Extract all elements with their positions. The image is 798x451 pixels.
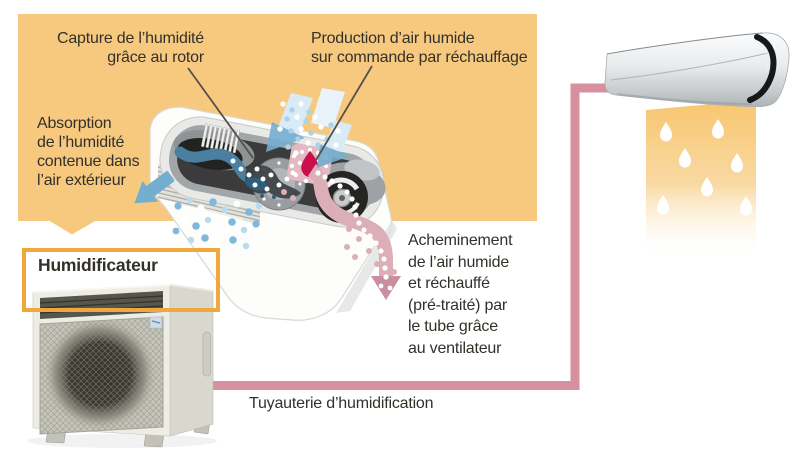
outdoor-unit xyxy=(27,284,217,448)
label-absorption: Absorption de l’humidité contenue dans l… xyxy=(37,115,140,189)
humid-air-stream xyxy=(307,164,401,300)
intake-air-arrows xyxy=(266,88,352,168)
leader-line-capture xyxy=(187,67,254,159)
rotor-comb xyxy=(200,123,241,154)
water-drop-icons xyxy=(657,119,752,216)
outdoor-unit-handle xyxy=(202,331,211,377)
exhaust-air-arrow xyxy=(134,171,175,204)
humidifier-cutaway xyxy=(134,88,401,321)
intake-air-dots xyxy=(277,101,341,156)
humidifier-frame: Humidificateur xyxy=(22,248,220,312)
label-production: Production d’air humide sur commande par… xyxy=(311,30,528,66)
label-pipe: Tuyauterie d’humidification xyxy=(249,395,434,412)
label-routing: Acheminement de l’air humide et réchauff… xyxy=(408,232,513,357)
brand-logo xyxy=(149,316,163,329)
humid-air-column xyxy=(646,100,756,252)
panel-pointer xyxy=(48,220,97,235)
stream-arrowhead xyxy=(371,276,401,300)
moisture-dots-ribbon xyxy=(230,158,296,192)
leader-line-production xyxy=(315,65,373,161)
exhaust-air-dots xyxy=(172,196,263,250)
outdoor-unit-fan-grille xyxy=(39,316,164,435)
indoor-unit-outlet-flap xyxy=(747,34,777,103)
indoor-unit xyxy=(604,32,790,108)
fan xyxy=(316,171,368,223)
label-capture: Capture de l’humidité grâce au rotor xyxy=(57,30,204,66)
humidification-pipe xyxy=(205,83,614,390)
humidifier-title: Humidificateur xyxy=(38,255,158,275)
